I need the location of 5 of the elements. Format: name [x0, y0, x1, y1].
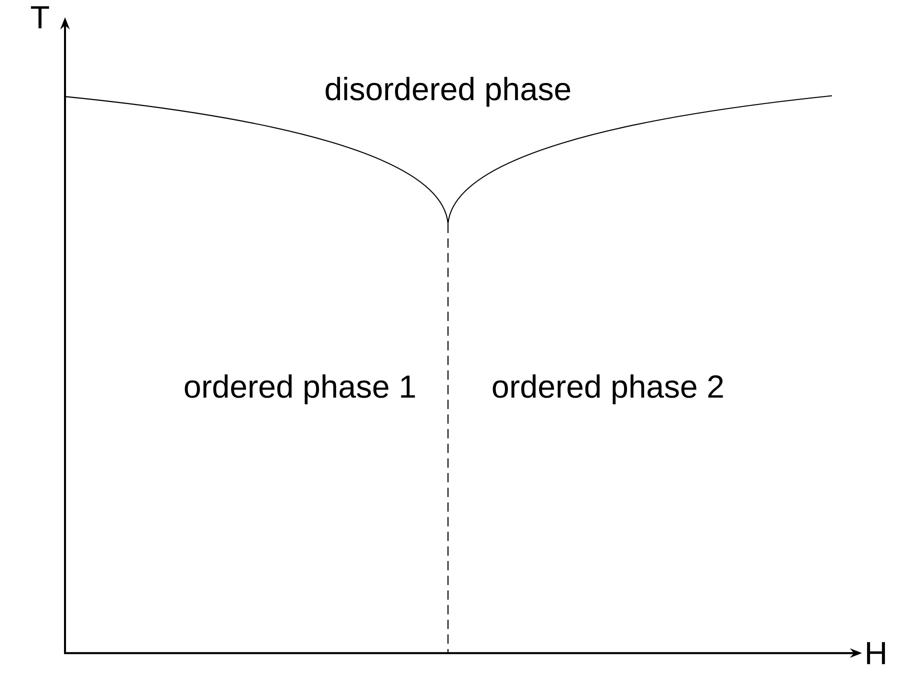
phase-label: ordered phase 1: [184, 374, 415, 404]
axis-label: H: [867, 642, 885, 664]
phase-label: disordered phase: [326, 76, 570, 107]
axis-label: T: [30, 6, 50, 28]
phase-label: ordered phase 2: [492, 374, 723, 404]
